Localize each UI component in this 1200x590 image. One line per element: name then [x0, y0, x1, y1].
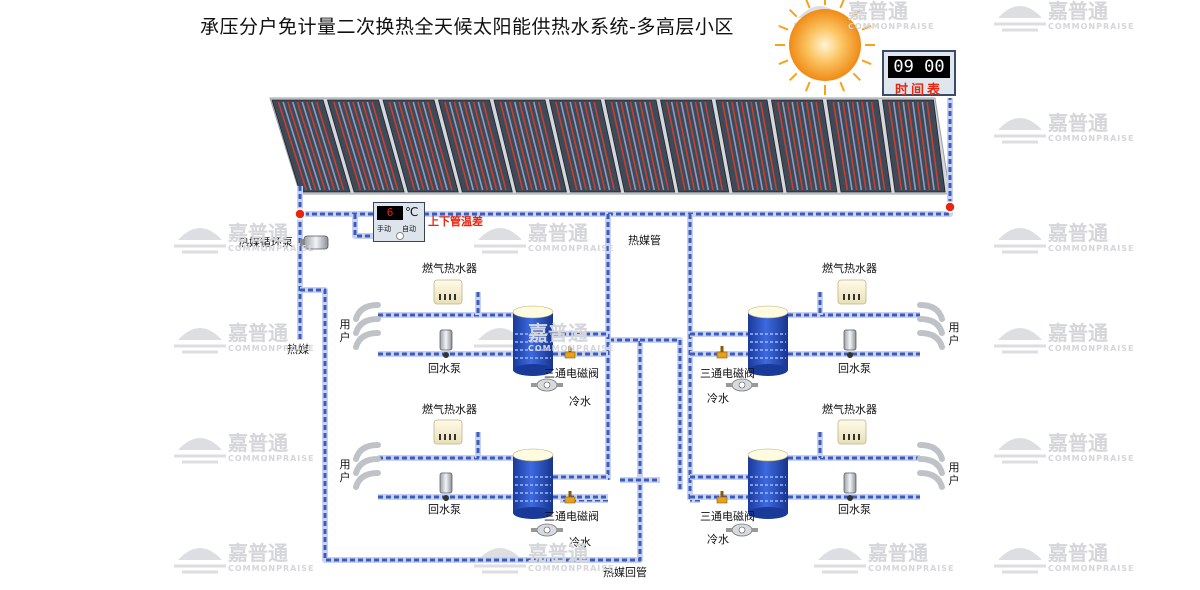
water-meter-icon [531, 378, 563, 392]
solar-panel [548, 99, 621, 193]
solar-panel [604, 99, 676, 193]
gas-heater-label: 燃气热水器 [822, 403, 877, 416]
user-label: 用户 [948, 461, 960, 487]
solar-panel [826, 99, 892, 193]
heat-medium-pipe-label: 热媒管 [628, 234, 661, 247]
storage-tank [747, 305, 789, 376]
three-way-valve-icon [716, 491, 728, 504]
user-label: 用户 [948, 321, 960, 347]
return-pump-icon [843, 329, 857, 358]
return-pump-label: 回水泵 [428, 503, 461, 516]
time-schedule-panel: 09 00 时间表 [882, 50, 956, 98]
timer-digits: 09 00 [888, 56, 950, 78]
user-faucet-icon [353, 302, 381, 350]
gas-heater-icon [433, 419, 463, 445]
return-pump-label: 回水泵 [838, 362, 871, 375]
solar-panel [326, 99, 405, 193]
three-way-valve-label: 三通电磁阀 [700, 367, 755, 380]
three-way-valve-label: 三通电磁阀 [700, 510, 755, 523]
temperature-controller: 6 ℃ 手动 自动 [373, 202, 425, 242]
temp-diff-label: 上下管温差 [428, 215, 483, 228]
return-pump-label: 回水泵 [428, 362, 461, 375]
solar-panel [493, 99, 567, 193]
user-faucet-icon [353, 442, 381, 490]
solar-panel [271, 99, 351, 193]
storage-tank [747, 448, 789, 519]
user-faucet-icon [917, 442, 945, 490]
solar-panel [771, 99, 838, 193]
storage-tank [512, 448, 554, 519]
gas-heater-icon [837, 419, 867, 445]
heat-medium-label: 热媒 [287, 343, 309, 356]
temperature-sensor-right [944, 201, 956, 213]
gas-heater-icon [433, 279, 463, 305]
gas-heater-label: 燃气热水器 [422, 403, 477, 416]
cold-water-label: 冷水 [707, 533, 729, 546]
gas-heater-icon [837, 279, 867, 305]
three-way-valve-icon [716, 346, 728, 359]
solar-panel [660, 99, 730, 193]
heat-medium-return-label: 热媒回管 [603, 566, 647, 579]
user-label: 用户 [339, 318, 351, 344]
controller-display: 6 [377, 206, 403, 220]
return-pump-label: 回水泵 [838, 503, 871, 516]
return-pump-icon [439, 329, 453, 358]
cold-water-label: 冷水 [569, 536, 591, 549]
solar-panel [882, 99, 946, 193]
page-title: 承压分户免计量二次换热全天候太阳能供热水系统-多高层小区 [200, 16, 734, 38]
three-way-valve-label: 三通电磁阀 [544, 510, 599, 523]
auto-button[interactable]: 自动 [402, 225, 416, 233]
storage-tank [512, 305, 554, 376]
gas-heater-label: 燃气热水器 [422, 262, 477, 275]
controller-unit: ℃ [405, 205, 419, 219]
water-meter-icon [531, 523, 563, 537]
three-way-valve-icon [564, 491, 576, 504]
solar-panel [382, 99, 459, 193]
three-way-valve-icon [564, 346, 576, 359]
three-way-valve-label: 三通电磁阀 [544, 367, 599, 380]
user-faucet-icon [917, 302, 945, 350]
temperature-sensor-left [294, 208, 306, 220]
circulation-pump-label: 热媒循环泵 [238, 236, 293, 249]
return-pump-icon [439, 472, 453, 501]
water-meter-icon [726, 378, 758, 392]
cold-water-label: 冷水 [569, 395, 591, 408]
cold-water-label: 冷水 [707, 392, 729, 405]
user-label: 用户 [339, 458, 351, 484]
water-meter-icon [726, 523, 758, 537]
sun-icon [775, 0, 875, 95]
gas-heater-label: 燃气热水器 [822, 262, 877, 275]
circulation-pump-icon [300, 235, 329, 250]
solar-panel [437, 99, 513, 193]
apartment-units [353, 279, 945, 537]
solar-collector-array [269, 97, 951, 195]
solar-panel [715, 99, 784, 193]
return-pump-icon [843, 472, 857, 501]
timer-label: 时间表 [894, 83, 943, 98]
controller-indicator [396, 232, 404, 240]
manual-button[interactable]: 手动 [377, 225, 391, 233]
